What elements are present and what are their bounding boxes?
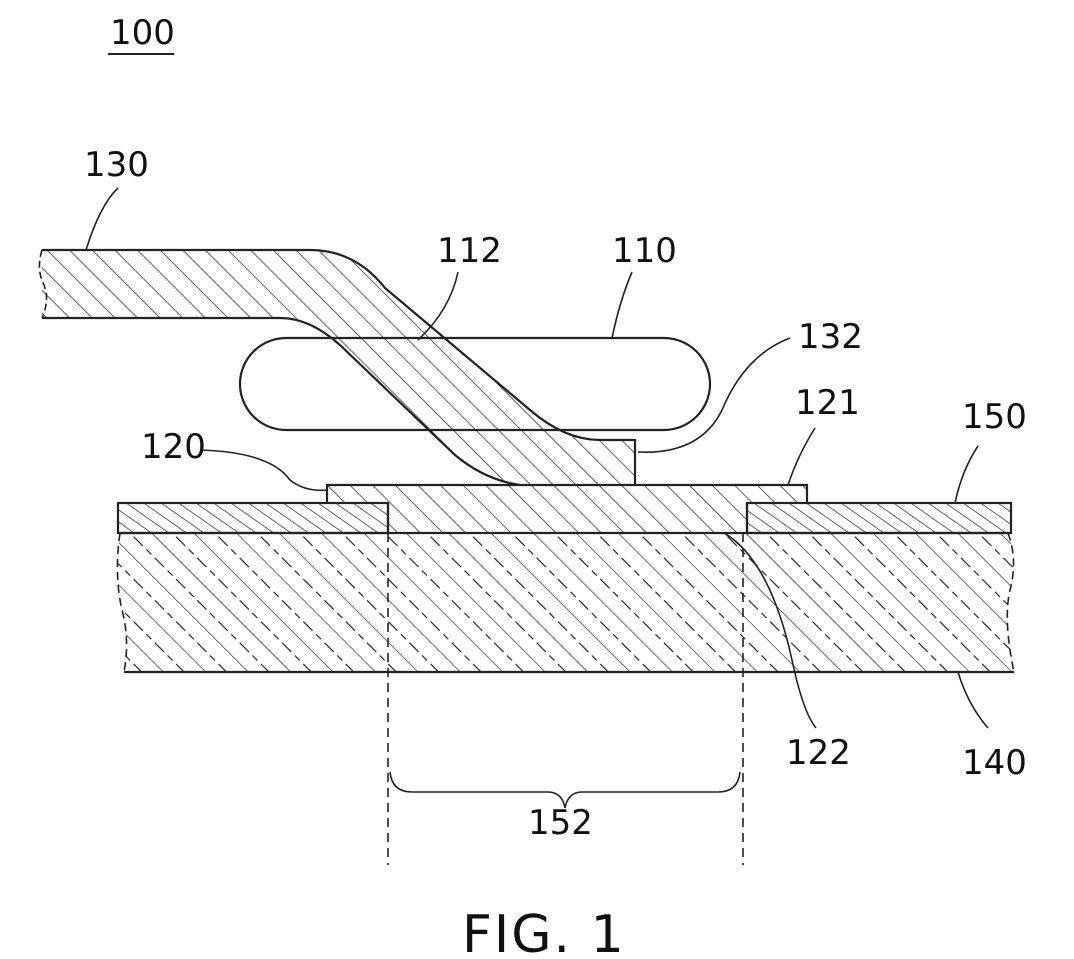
leader-140 xyxy=(958,672,988,728)
label-110: 110 xyxy=(612,231,677,271)
lead-130 xyxy=(39,250,635,485)
layer-150-right xyxy=(747,503,1011,533)
leader-110 xyxy=(612,272,632,338)
label-140: 140 xyxy=(962,743,1027,783)
reference-100-label: 100 xyxy=(110,13,175,53)
label-121: 121 xyxy=(795,383,860,423)
label-122: 122 xyxy=(786,733,851,773)
leader-132 xyxy=(638,338,790,452)
label-112: 112 xyxy=(437,231,502,271)
layer-150-left xyxy=(118,503,388,533)
figure-reference: 100 xyxy=(108,13,175,54)
label-150: 150 xyxy=(962,397,1027,437)
label-132: 132 xyxy=(798,317,863,357)
figure-caption: FIG. 1 xyxy=(462,905,626,959)
label-130: 130 xyxy=(84,145,149,185)
electrode-120 xyxy=(327,485,807,533)
label-120: 120 xyxy=(141,427,206,467)
label-152: 152 xyxy=(528,803,593,843)
leader-120 xyxy=(200,450,327,490)
leader-121 xyxy=(788,428,815,485)
substrate-140 xyxy=(117,533,1014,672)
leader-130 xyxy=(86,188,118,250)
leader-150 xyxy=(955,446,978,503)
